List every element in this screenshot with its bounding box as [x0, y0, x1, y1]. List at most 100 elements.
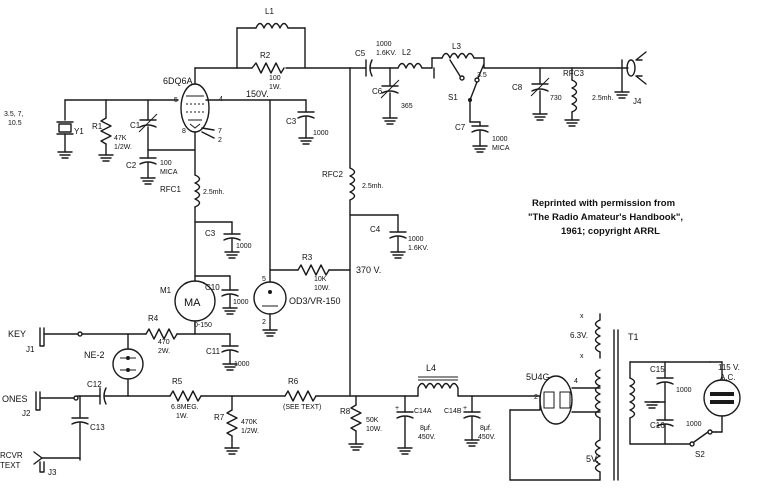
rfc3-value: 2.5mh. [592, 95, 613, 102]
node-370v: 370 V. [356, 265, 381, 275]
r2-value: 100 [269, 75, 281, 82]
c14a-label: C14A [414, 408, 432, 415]
r4-label: R4 [148, 314, 159, 323]
c5-voltage: 1.6KV. [376, 50, 396, 57]
c15-label: C15 [650, 365, 665, 374]
rfc2-label: RFC2 [322, 170, 343, 179]
neon-ne2 [112, 348, 144, 380]
c2-label: C2 [126, 161, 137, 170]
c14a-value: 8μf. [420, 425, 432, 432]
c3-upper-label: C3 [286, 117, 297, 126]
r3-value: 10K [314, 276, 327, 283]
vr-label: OD3/VR-150 [289, 296, 341, 306]
r6-label: R6 [288, 377, 299, 386]
c11-label: C11 [206, 347, 221, 356]
t1-label: T1 [628, 332, 639, 342]
r7-value: 470K [241, 419, 258, 426]
j2-label: J2 [22, 409, 31, 418]
reprint-line-2: "The Radio Amateur's Handbook", [528, 212, 683, 223]
phones-label: ONES [2, 394, 28, 404]
vr-pin-2: 2 [262, 319, 266, 326]
c2-mica: MICA [160, 169, 178, 176]
l4-label: L4 [426, 363, 436, 373]
meter-label: MA [184, 297, 201, 309]
r3-watt: 10W. [314, 285, 330, 292]
l3-label: L3 [452, 42, 461, 51]
c5-label: C5 [355, 49, 366, 58]
reprint-line-3: 1961; copyright ARRL [561, 226, 660, 237]
rfc3-label: RFC3 [563, 69, 584, 78]
filament-voltage: 5V. [586, 454, 599, 464]
r4-value: 470 [158, 339, 170, 346]
screen-voltage: 150V. [246, 89, 269, 99]
c14b-label: C14B [444, 408, 462, 415]
meter-range: 0-150 [194, 322, 212, 329]
c1-label: C1 [130, 121, 141, 130]
r5-value: 6.8MEG. [171, 404, 199, 411]
r7-watt: 1/2W. [241, 428, 259, 435]
c3-upper-value: 1000 [313, 130, 329, 137]
j4-label: J4 [633, 97, 642, 106]
c11-value: 1000 [234, 361, 250, 368]
rcvr-label: RCVR [0, 451, 23, 460]
x-mark-b: x [580, 353, 584, 360]
c15-value: 1000 [676, 387, 692, 394]
c10-value: 1000 [233, 299, 249, 306]
output-jack-j4 [614, 51, 647, 99]
rect-pin4: 4 [574, 378, 578, 385]
rect-pin2: 2 [534, 394, 538, 401]
j3-label: J3 [48, 468, 57, 477]
m1-label: M1 [160, 286, 172, 295]
vr-pin-5: 5 [262, 276, 266, 283]
key-label: KEY [8, 329, 26, 339]
c16-label: C16 [650, 421, 665, 430]
c10-label: C10 [205, 283, 220, 292]
c14a-voltage: 450V. [418, 434, 436, 441]
c8-label: C8 [512, 83, 523, 92]
r8-value: 50K [366, 417, 379, 424]
rfc1-value: 2.5mh. [203, 189, 224, 196]
r8-label: R8 [340, 407, 351, 416]
r1-label: R1 [92, 122, 103, 131]
tube-label: 6DQ6A [163, 76, 193, 86]
c4-voltage: 1.6KV. [408, 245, 428, 252]
c16-value: 1000 [686, 421, 702, 428]
pin-8: 8 [182, 128, 186, 135]
c3-lower-label: C3 [205, 229, 216, 238]
c7-label: C7 [455, 123, 466, 132]
l2-label: L2 [402, 48, 411, 57]
ac-plug [703, 379, 741, 417]
y1-label: Y1 [74, 127, 84, 136]
pin-7: 7 [218, 128, 222, 135]
c14b-voltage: 450V. [478, 434, 496, 441]
r4-watt: 2W. [158, 348, 170, 355]
c12-label: C12 [87, 380, 102, 389]
c8-value: 730 [550, 95, 562, 102]
c13-label: C13 [90, 423, 105, 432]
r6-value: (SEE TEXT) [283, 404, 321, 411]
s1-label: S1 [448, 93, 458, 102]
r5-watt: 1W. [176, 413, 188, 420]
c14b-plus: + [463, 405, 467, 412]
crystal-freq: 3.5, 7, [4, 111, 24, 118]
c6-value: 365 [401, 103, 413, 110]
c7-mica: MICA [492, 145, 510, 152]
crystal-freq2: 10.5 [8, 120, 22, 127]
c4-label: C4 [370, 225, 381, 234]
tap-35: 3.5 [477, 72, 487, 79]
c3-lower-value: 1000 [236, 243, 252, 250]
rectifier-label: 5U4G [526, 372, 550, 382]
r7-label: R7 [214, 413, 225, 422]
s2-label: S2 [695, 450, 705, 459]
c2-value: 100 [160, 160, 172, 167]
ne2-label: NE-2 [84, 350, 105, 360]
rfc2-value: 2.5mh. [362, 183, 383, 190]
r2-watt: 1W. [269, 84, 281, 91]
x-mark-a: x [580, 313, 584, 320]
ac-voltage: 115 V. [718, 363, 740, 372]
tube-6dq6a [180, 83, 210, 133]
j1-label: J1 [26, 345, 35, 354]
c7-value: 1000 [492, 136, 508, 143]
c14a-plus: + [395, 405, 399, 412]
